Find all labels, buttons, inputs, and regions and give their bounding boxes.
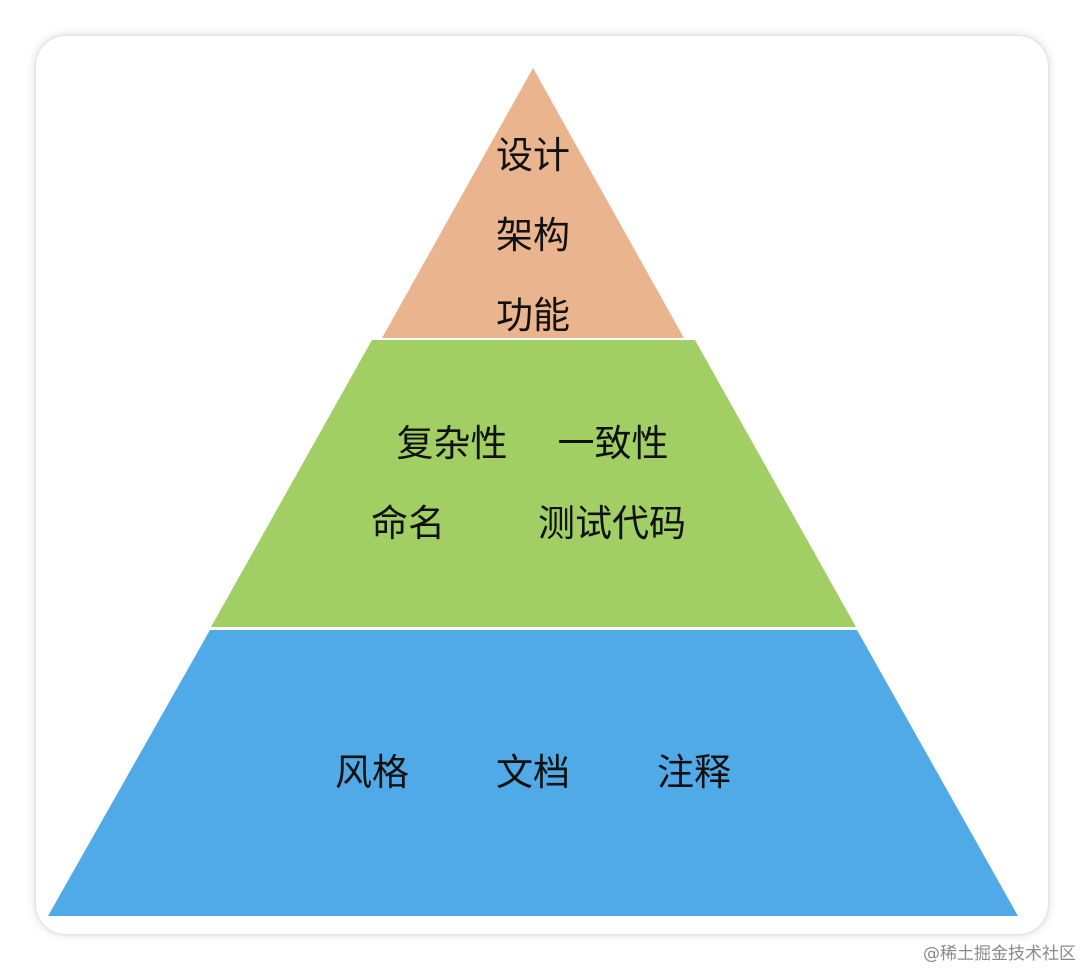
- pyramid-tier-bottom: [48, 630, 1018, 916]
- watermark: @稀土掘金技术社区: [923, 944, 1076, 964]
- top-tier-label-design: 设计: [496, 134, 570, 177]
- bottom-tier-label-style: 风格: [335, 751, 409, 794]
- top-tier-label-architecture: 架构: [496, 214, 570, 257]
- middle-tier-label-complexity: 复杂性: [397, 422, 508, 465]
- middle-tier-label-consistency: 一致性: [558, 422, 669, 465]
- middle-tier-label-test-code: 测试代码: [538, 502, 686, 545]
- bottom-tier-label-documentation: 文档: [496, 751, 570, 794]
- middle-tier-label-naming: 命名: [371, 502, 445, 545]
- pyramid-tier-middle: [211, 340, 856, 627]
- bottom-tier-label-comments: 注释: [657, 751, 731, 794]
- pyramid-tier-top: [382, 68, 684, 338]
- top-tier-label-functionality: 功能: [496, 294, 570, 337]
